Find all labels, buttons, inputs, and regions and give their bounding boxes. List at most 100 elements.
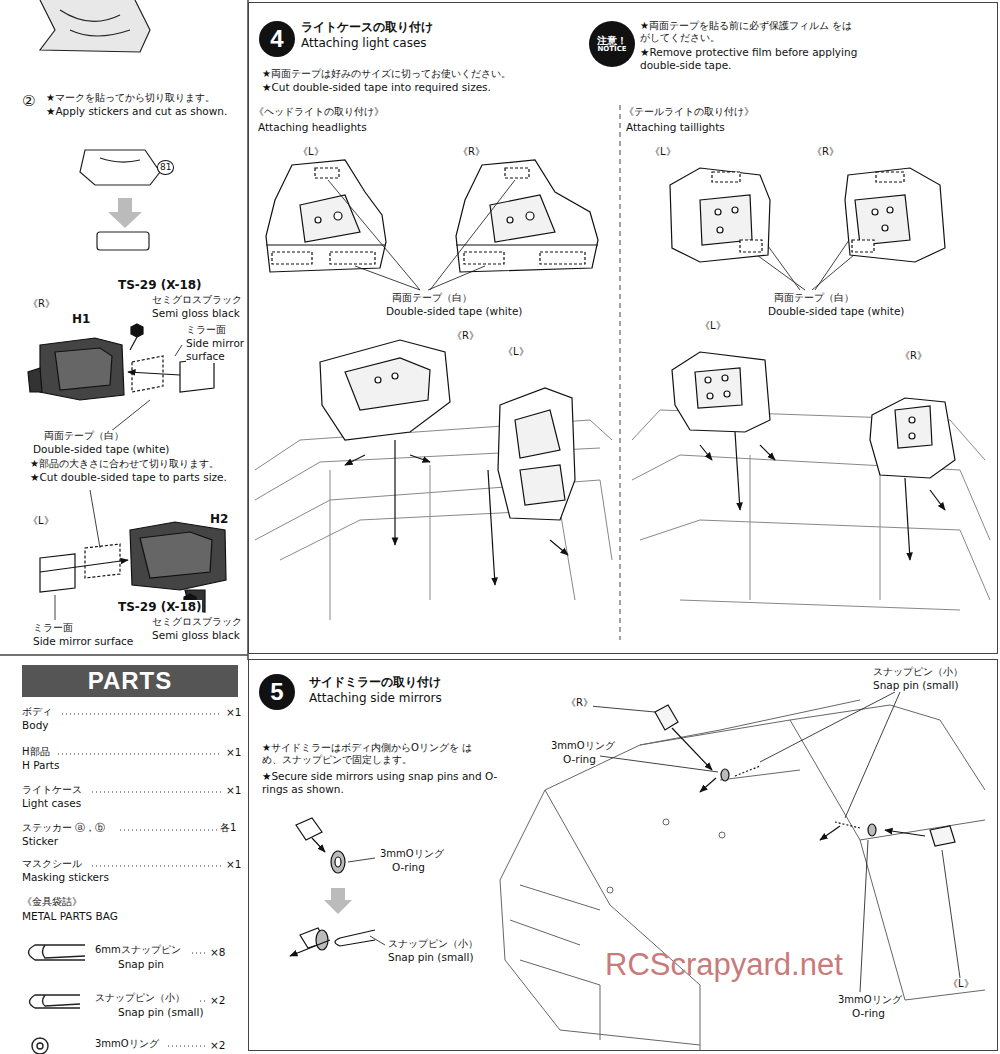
mirror-attach	[820, 826, 840, 840]
note-text: Side mirror	[186, 337, 244, 350]
taillight-cases	[670, 168, 770, 262]
parts-leaders	[168, 1046, 207, 1047]
step5-leaders	[845, 692, 900, 818]
note-text: 《R》	[452, 330, 479, 342]
metal-parts	[29, 945, 86, 1054]
oring-steps	[335, 930, 375, 946]
note-text: ×1	[226, 784, 241, 797]
car-body	[905, 990, 985, 1000]
side-mirror-r	[180, 358, 214, 392]
note-text: O-ring	[563, 753, 596, 766]
note-text: 3mmOリング	[95, 1038, 159, 1050]
note-text: 《L》	[650, 146, 676, 158]
step-title: ライトケースの取り付け	[301, 19, 433, 36]
headlight-cases	[315, 217, 321, 223]
note-text: ×8	[210, 946, 225, 959]
side-mirror-l	[90, 490, 100, 548]
side-mirror-r	[131, 324, 143, 337]
car-body	[500, 700, 985, 1050]
headlight-install	[488, 470, 495, 585]
side-mirror-l	[130, 522, 226, 590]
note-text: 3mmOリング	[838, 994, 902, 1006]
note-text: 3mmOリング	[380, 848, 444, 860]
car-body	[719, 832, 725, 838]
side-mirror-r	[28, 368, 42, 392]
note-text: セミグロスブラック	[152, 616, 242, 628]
note-text: ★Remove protective film before applying …	[640, 46, 860, 71]
taillight-install	[895, 406, 932, 448]
side-mirror-r	[130, 337, 137, 350]
oring-steps	[296, 818, 322, 840]
sticker-figure	[60, 10, 130, 36]
headlight-install	[550, 540, 568, 555]
headlight-cases	[507, 217, 513, 223]
note-text: 《R》	[812, 146, 839, 158]
taillight-cases	[740, 240, 762, 252]
note-text: 《金具袋詰》	[22, 896, 82, 908]
note-text: 両面テープ（白）	[44, 430, 124, 442]
taillight-install	[705, 377, 711, 383]
note-text: 両面テープ（白）	[774, 292, 854, 304]
headlight-install	[375, 377, 381, 383]
step5-leaders	[760, 692, 895, 762]
note-text: Snap pin (small)	[388, 951, 474, 964]
metal-parts	[30, 995, 81, 1008]
sticker-figure	[100, 158, 140, 162]
note-text: ★Secure side mirrors using snap pins and…	[262, 770, 500, 795]
step-number: 4	[259, 21, 295, 57]
step-number: ②	[22, 92, 35, 110]
headlight-cases	[266, 160, 386, 272]
headlight-install	[394, 440, 395, 545]
headlight-install	[520, 465, 565, 505]
oring-steps	[331, 851, 345, 873]
metal-parts	[32, 1038, 48, 1054]
headlight-install	[498, 388, 575, 520]
headlight-install	[392, 373, 398, 379]
metal-parts	[29, 945, 86, 960]
parts-leaders	[62, 714, 222, 715]
taillight-cases	[715, 209, 721, 215]
parts-leaders	[92, 866, 222, 867]
step-number-text: 4	[270, 25, 283, 53]
car-body	[520, 960, 600, 1040]
note-text: ★サイドミラーはボディ内側からOリングを はめ、スナップピンで固定します。	[262, 742, 490, 766]
headlight-cases	[315, 168, 339, 178]
taillight-install	[672, 352, 770, 432]
taillight-cases	[700, 195, 752, 245]
headlight-install	[515, 410, 560, 458]
mirror-attach	[672, 728, 712, 770]
tape-leaders	[428, 266, 485, 290]
note-text: ★両面テープを貼る前に必ず保護フィルム をはがしてください。	[640, 20, 860, 44]
note-text: Attaching headlights	[258, 121, 367, 134]
note-text: Attaching taillights	[626, 121, 725, 134]
note-text: Sticker	[22, 835, 58, 848]
note-text: O-ring	[392, 861, 425, 874]
headlight-cases	[526, 212, 534, 220]
oring-steps	[324, 888, 352, 914]
note-text: ★両面テープは好みのサイズに切ってお使いください。	[262, 68, 511, 80]
side-mirror-r	[128, 372, 180, 375]
car-front-section	[330, 465, 430, 620]
note-text: Semi gloss black	[152, 307, 240, 320]
watermark: RCScrapyard.net	[605, 946, 843, 983]
taillight-cases	[882, 225, 888, 231]
car-rear-section	[750, 455, 880, 600]
parts-header: PARTS	[22, 665, 238, 697]
parts-leaders	[192, 953, 207, 954]
car-body	[720, 770, 800, 780]
parts-header-text: PARTS	[88, 667, 173, 695]
taillight-cases	[712, 172, 740, 182]
side-mirror-r	[175, 345, 182, 356]
note-text: Double-sided tape (white)	[33, 443, 169, 456]
note-text: スナップピン（小）	[388, 938, 478, 950]
car-body	[860, 820, 985, 840]
step5-leaders	[590, 706, 655, 712]
note-text: ★部品の大きさに合わせて切り取ります。	[30, 458, 219, 470]
step-title: Attaching light cases	[301, 36, 427, 50]
mirror-attach	[700, 778, 716, 792]
tape-leaders	[355, 266, 420, 290]
taillight-install	[695, 368, 742, 408]
note-text: セミグロスブラック	[152, 294, 242, 306]
step5-leaders	[348, 692, 960, 992]
